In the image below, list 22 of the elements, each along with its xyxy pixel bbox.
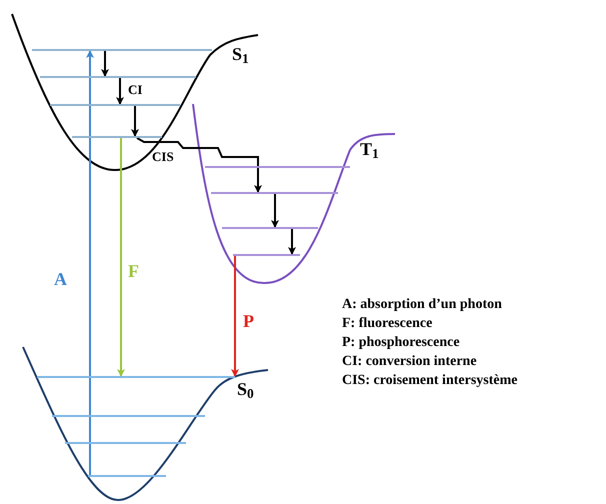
relaxation-arrow <box>116 78 124 105</box>
legend-text: F: fluorescence <box>342 317 432 331</box>
legend-text: A: absorption d’un photon <box>342 298 502 312</box>
state-label: T$_{1}$ <box>360 140 379 158</box>
edge-label: CI <box>128 83 142 96</box>
transition-arrow <box>117 138 125 377</box>
crossing-arrow <box>136 137 262 193</box>
edge-label: P <box>243 312 254 330</box>
relaxation-arrow <box>288 229 296 255</box>
legend-text: P: phosphorescence <box>342 336 460 350</box>
transition-arrow <box>231 256 239 377</box>
edge-label: A <box>54 270 67 288</box>
relaxation-arrow <box>101 51 109 77</box>
transition-arrow <box>86 50 94 475</box>
relaxation-arrow <box>131 106 139 137</box>
legend-text: CI: conversion interne <box>342 355 477 369</box>
state-label: S$_{1}$ <box>232 45 249 63</box>
legend-text: CIS: croisement intersystème <box>342 374 518 388</box>
edge-label: F <box>128 262 139 280</box>
relaxation-arrow <box>271 194 279 228</box>
state-label: S$_{0}$ <box>237 380 254 398</box>
edge-label: CIS <box>152 150 174 163</box>
